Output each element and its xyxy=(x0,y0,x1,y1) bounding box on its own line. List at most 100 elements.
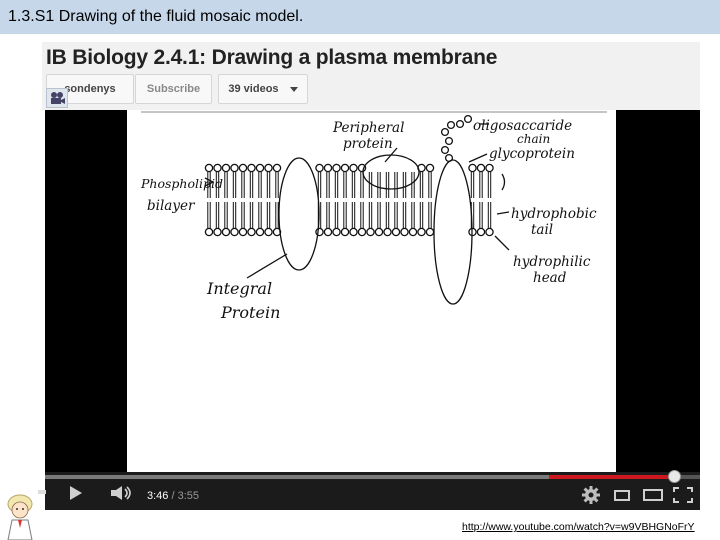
time-separator: / xyxy=(168,490,178,502)
phospholipid-head xyxy=(323,163,333,173)
label-integral-protein: Integral xyxy=(206,279,272,298)
pointer-line xyxy=(494,235,510,251)
play-icon[interactable] xyxy=(69,486,83,500)
oligosaccharide-bead xyxy=(444,136,454,146)
phospholipid-head xyxy=(272,163,282,173)
phospholipid-head xyxy=(357,227,367,237)
videos-label: 39 videos xyxy=(228,83,279,95)
phospholipid-head xyxy=(366,227,375,237)
progress-played xyxy=(549,475,674,479)
label-integral-protein: Protein xyxy=(220,303,280,322)
subscribe-button[interactable]: Subscribe xyxy=(135,74,212,104)
settings-gear-icon[interactable] xyxy=(582,486,600,504)
phospholipid-head xyxy=(468,163,477,173)
chevron-down-icon xyxy=(289,86,298,92)
video-title[interactable]: IB Biology 2.4.1: Drawing a plasma membr… xyxy=(46,46,498,69)
phospholipid-head xyxy=(383,227,392,237)
phospholipid-head xyxy=(485,163,494,173)
phospholipid-head xyxy=(255,227,265,237)
large-player-icon[interactable] xyxy=(643,489,663,501)
slide-title: 1.3.S1 Drawing of the fluid mosaic model… xyxy=(8,8,304,25)
phospholipid-head xyxy=(349,227,358,237)
phospholipid-head xyxy=(400,227,409,237)
time-total: 3:55 xyxy=(177,490,200,502)
phospholipid-head xyxy=(315,227,324,237)
phospholipid-head xyxy=(425,163,435,173)
videos-dropdown-button[interactable]: 39 videos xyxy=(218,74,308,104)
fullscreen-icon[interactable] xyxy=(673,487,693,503)
glycoprotein xyxy=(433,159,473,305)
oligosaccharide-bead xyxy=(444,153,454,163)
phospholipid-head xyxy=(417,227,426,237)
phospholipid-head xyxy=(349,163,358,173)
oligosaccharide-bead xyxy=(440,127,450,137)
phospholipid-head xyxy=(230,163,239,173)
progress-scrubber[interactable] xyxy=(667,470,681,483)
label-hydrophobic-tail: hydrophobic xyxy=(511,206,597,222)
time-current: 3:46 xyxy=(147,490,169,502)
phospholipid-head xyxy=(247,163,256,173)
video-camera-icon xyxy=(46,88,68,108)
label-peripheral-protein: protein xyxy=(343,136,393,152)
phospholipid-head xyxy=(485,227,494,237)
phospholipid-head xyxy=(332,227,341,237)
progress-bar[interactable] xyxy=(45,470,700,483)
source-url-link[interactable]: http://www.youtube.com/watch?v=w9VBHGNoF… xyxy=(462,521,695,533)
integral-protein xyxy=(278,157,320,271)
label-hydrophilic-head: head xyxy=(533,270,567,286)
time-display: 3:46 / 3:55 xyxy=(147,490,199,502)
label-phospholipid-bilayer: Phospholipid xyxy=(140,176,223,191)
brace-mark xyxy=(501,173,506,191)
pointer-line xyxy=(496,211,510,215)
youtube-header: IB Biology 2.4.1: Drawing a plasma membr… xyxy=(42,42,700,110)
phospholipid-head xyxy=(238,227,248,237)
channel-name: sondenys xyxy=(64,83,116,95)
phospholipid-head xyxy=(213,227,222,237)
phospholipid-head xyxy=(374,227,384,237)
phospholipid-head xyxy=(340,163,350,173)
player-controls: 3:46 / 3:55 xyxy=(45,470,700,510)
pointer-line xyxy=(204,177,215,187)
phospholipid-head xyxy=(357,163,367,173)
phospholipid-head xyxy=(221,163,231,173)
phospholipid-head xyxy=(255,163,265,173)
label-oligosaccharide-chain: oligosaccaride xyxy=(473,118,572,134)
phospholipid-head xyxy=(204,163,214,173)
label-phospholipid-bilayer: bilayer xyxy=(147,198,196,214)
label-hydrophobic-tail: tail xyxy=(531,222,553,238)
label-peripheral-protein: Peripheral xyxy=(332,120,404,136)
phospholipid-head xyxy=(332,163,341,173)
phospholipid-head xyxy=(476,163,486,173)
phospholipid-head xyxy=(340,227,350,237)
phospholipid-head xyxy=(425,227,435,237)
progress-buffered xyxy=(45,475,674,479)
volume-icon[interactable] xyxy=(111,486,133,500)
phospholipid-head xyxy=(230,227,239,237)
scientist-mascot-image xyxy=(7,490,46,540)
label-glycoprotein: glycoprotein xyxy=(489,146,575,162)
phospholipid-head xyxy=(264,163,273,173)
phospholipid-head xyxy=(247,227,256,237)
phospholipid-head xyxy=(221,227,231,237)
phospholipid-head xyxy=(391,227,401,237)
pointer-line xyxy=(384,147,398,163)
label-hydrophilic-head: hydrophilic xyxy=(513,254,591,270)
phospholipid-head xyxy=(213,163,222,173)
phospholipid-head xyxy=(315,163,324,173)
oligosaccharide-bead xyxy=(455,119,465,129)
phospholipid-head xyxy=(476,227,486,237)
oligosaccharide-bead xyxy=(440,145,450,155)
subscribe-label: Subscribe xyxy=(146,83,201,95)
small-player-icon[interactable] xyxy=(614,490,630,501)
pointer-line xyxy=(468,153,488,163)
phospholipid-head xyxy=(408,227,418,237)
oligosaccharide-bead xyxy=(463,114,473,124)
pointer-line xyxy=(246,253,288,279)
phospholipid-head xyxy=(204,227,214,237)
phospholipid-head xyxy=(238,163,248,173)
label-oligosaccharide-chain: chain xyxy=(517,132,550,146)
phospholipid-head xyxy=(323,227,333,237)
